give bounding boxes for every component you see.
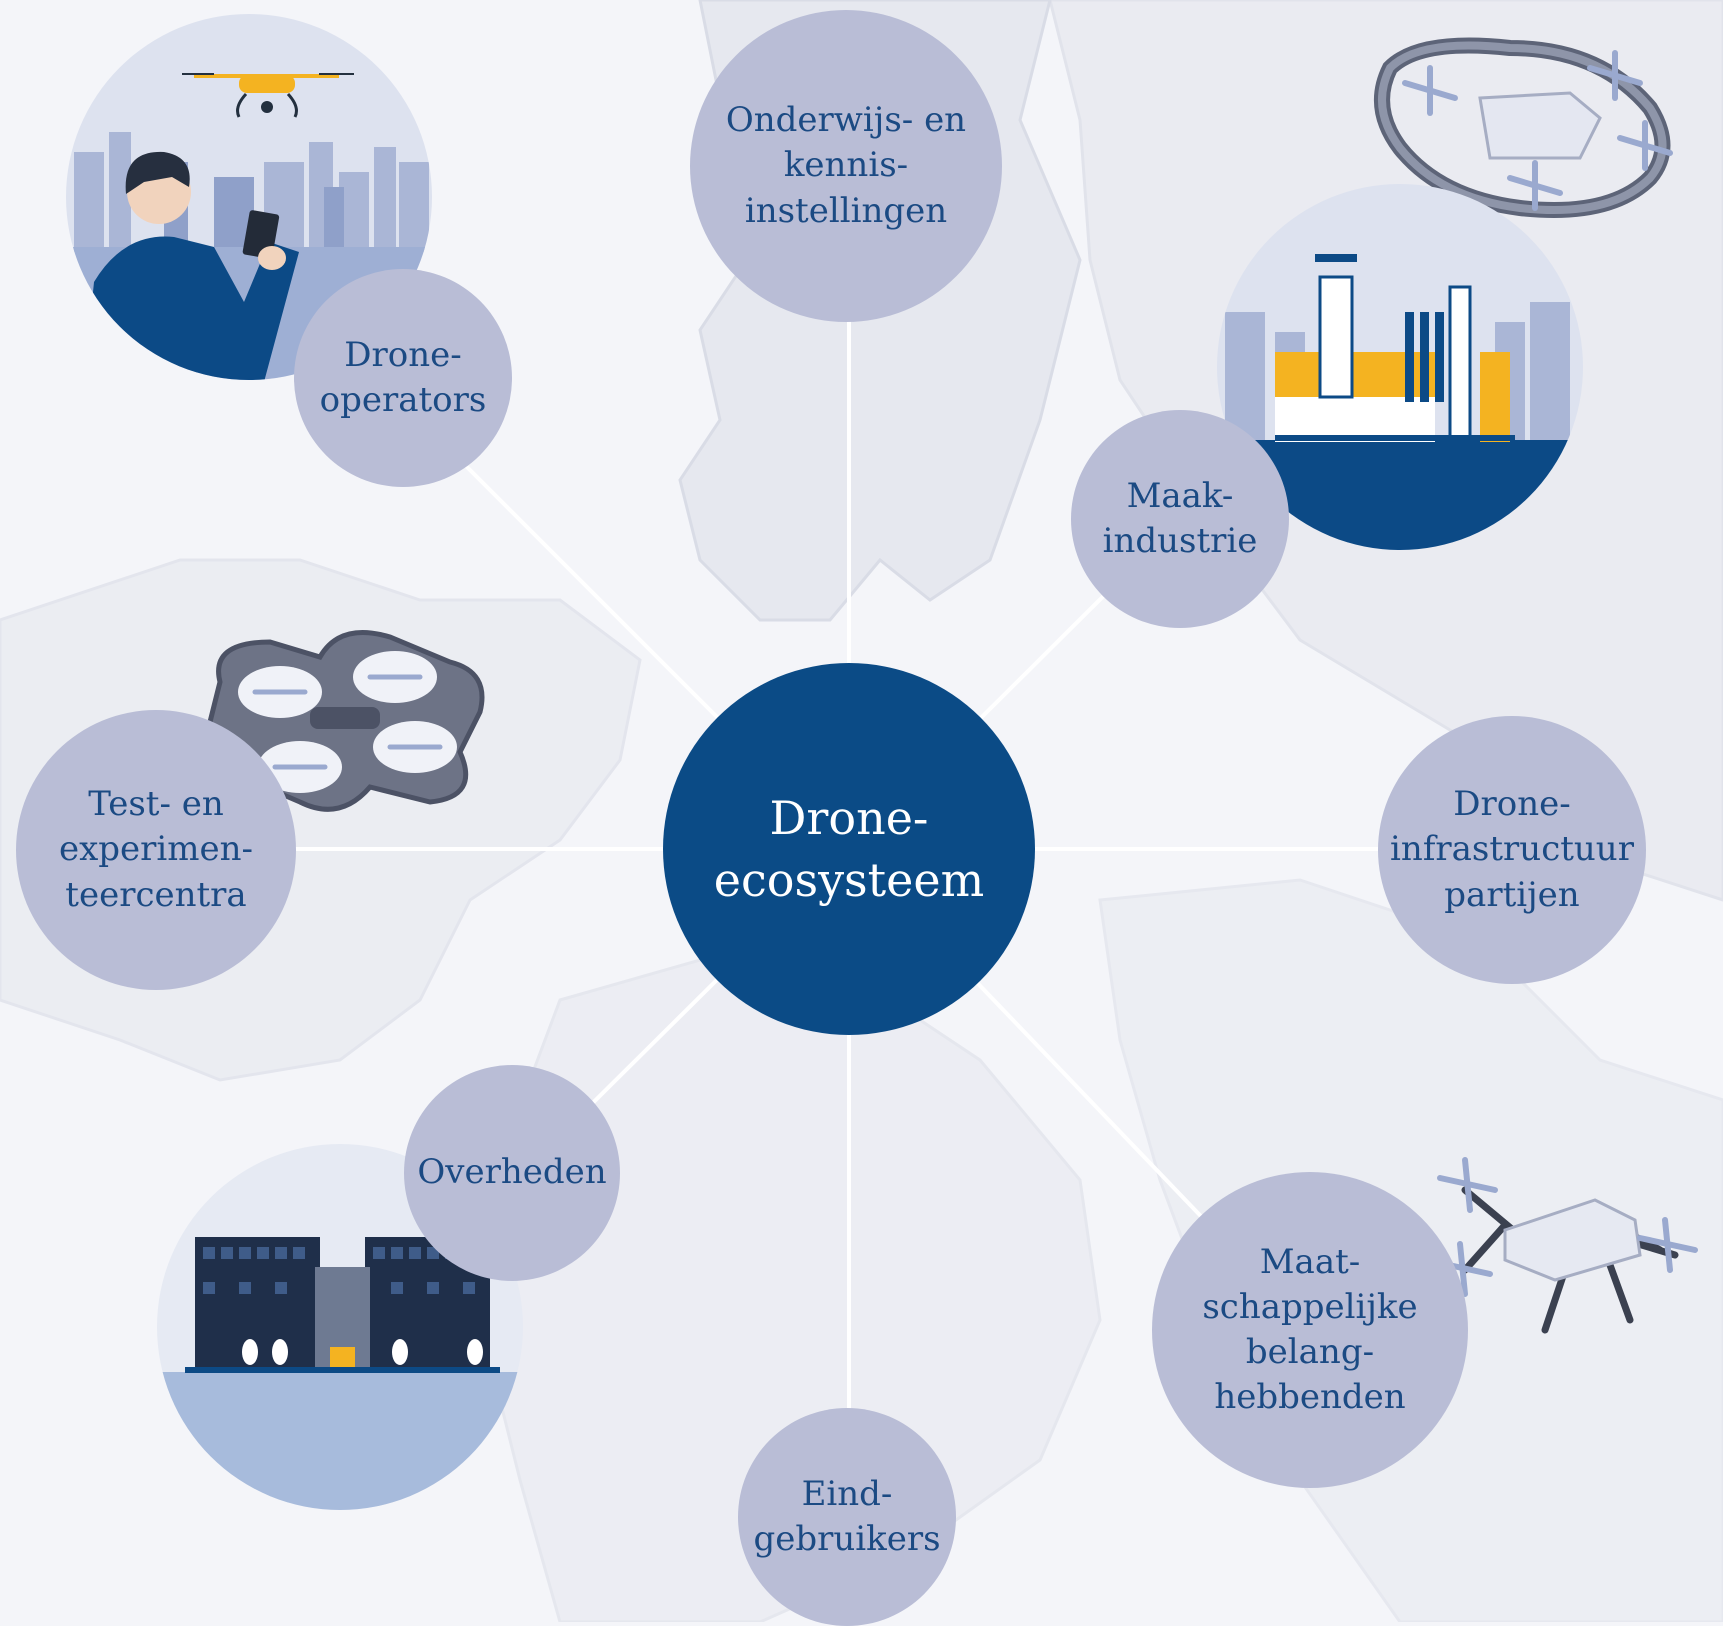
ring-drone-icon — [1374, 37, 1673, 218]
yellow-drone-icon — [182, 73, 354, 118]
node-eindgebruikers: Eind- gebruikers — [738, 1408, 956, 1626]
node-maatschappelijke-belanghebbenden: Maat- schappelijke belang- hebbenden — [1152, 1172, 1468, 1488]
node-overheden: Overheden — [404, 1065, 620, 1281]
center-node-drone-ecosysteem: Drone- ecosysteem — [663, 663, 1035, 1035]
node-drone-infrastructuur-partijen: Drone- infrastructuur partijen — [1378, 716, 1646, 984]
framed-drone-icon — [200, 630, 485, 812]
node-onderwijs-kennisinstellingen: Onderwijs- en kennis- instellingen — [690, 10, 1002, 322]
government-building-illustration — [157, 1144, 523, 1510]
quadcopter-icon — [1432, 1157, 1698, 1334]
drone-operator-illustration — [66, 14, 432, 380]
node-maakindustrie: Maak- industrie — [1071, 410, 1289, 628]
node-test-experimenteercentra: Test- en experimen- teercentra — [16, 710, 296, 990]
node-drone-operators: Drone- operators — [294, 269, 512, 487]
